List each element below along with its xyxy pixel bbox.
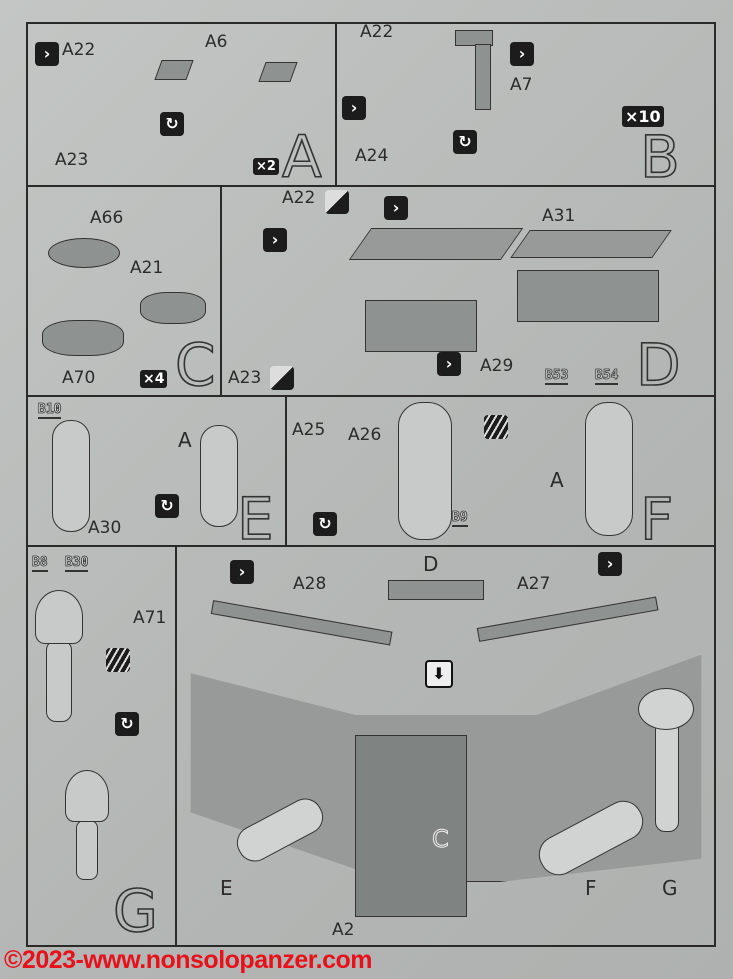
- part-a21: [140, 292, 206, 324]
- part-label: A26: [348, 425, 382, 445]
- part-label: A31: [542, 206, 576, 226]
- part-label: A28: [293, 574, 327, 594]
- part-label: A2: [332, 920, 355, 940]
- part-code: B10: [38, 402, 62, 419]
- assembled-funnel: [76, 820, 98, 880]
- assembled-tube: [200, 425, 238, 527]
- step-letter: E: [236, 485, 274, 553]
- part-label: A30: [88, 518, 122, 538]
- step-letter: B: [639, 123, 680, 191]
- part-code: B30: [65, 555, 89, 572]
- divider: [175, 545, 177, 945]
- part-label: A22: [62, 40, 96, 60]
- chevron-right-icon: ›: [263, 228, 287, 252]
- assembled-box-lid: [510, 230, 672, 258]
- step-letter: G: [112, 877, 159, 945]
- part-g-funnel: [638, 688, 694, 730]
- part-label: A27: [517, 574, 551, 594]
- step-letter: D: [635, 331, 681, 399]
- chevron-right-icon: ›: [342, 96, 366, 120]
- part-a70: [42, 320, 124, 356]
- hole-open-icon: ⬇: [425, 660, 453, 688]
- divider: [26, 185, 716, 187]
- glue-icon: [484, 415, 508, 439]
- chevron-right-icon: ›: [510, 42, 534, 66]
- part-label: A22: [360, 22, 394, 42]
- chevron-right-icon: ›: [437, 352, 461, 376]
- assembled-funnel-top: [65, 770, 109, 822]
- part-label: A66: [90, 208, 124, 228]
- rotate-icon: ↻: [453, 130, 477, 154]
- part-b30: [35, 590, 83, 644]
- part-a66: [48, 238, 120, 268]
- chevron-right-icon: ›: [384, 196, 408, 220]
- assembled-tube: [585, 402, 633, 536]
- part-label: A70: [62, 368, 96, 388]
- part-code: B53: [545, 368, 569, 385]
- part-a7: [455, 30, 493, 46]
- part-b10: [52, 420, 90, 532]
- paint-icon: [270, 366, 294, 390]
- divider: [335, 22, 337, 185]
- step-letter: F: [639, 485, 674, 553]
- watermark: ©2023-www.nonsolopanzer.com: [4, 946, 372, 974]
- paint-icon: [325, 190, 349, 214]
- part-a29: [365, 300, 477, 352]
- part-label: C: [432, 825, 450, 854]
- chevron-right-icon: ›: [35, 42, 59, 66]
- part-label: A7: [510, 75, 533, 95]
- rotate-icon: ↻: [115, 712, 139, 736]
- divider: [220, 185, 222, 395]
- divider: [285, 395, 287, 545]
- chevron-right-icon: ›: [598, 552, 622, 576]
- sheet-frame: [26, 22, 716, 947]
- rotate-icon: ↻: [160, 112, 184, 136]
- part-a31: [348, 228, 524, 260]
- part-label: G: [662, 876, 678, 900]
- part-label: E: [220, 876, 233, 900]
- divider: [26, 395, 716, 397]
- part-code: B8: [32, 555, 48, 572]
- part-label: A29: [480, 356, 514, 376]
- step-letter: A: [281, 123, 322, 191]
- part-label: A22: [282, 188, 316, 208]
- part-label: A71: [133, 608, 167, 628]
- step-letter: C: [174, 331, 216, 399]
- rotate-icon: ↻: [155, 494, 179, 518]
- part-label: D: [423, 552, 439, 576]
- part-d: [388, 580, 484, 600]
- part-label: A25: [292, 420, 326, 440]
- part-label: A: [550, 468, 564, 492]
- part-label: A6: [205, 32, 228, 52]
- assembled-box: [517, 270, 659, 322]
- divider: [26, 545, 716, 547]
- multiplier-badge: ×4: [140, 370, 168, 388]
- part-label: A23: [55, 150, 89, 170]
- part-code: B54: [595, 368, 619, 385]
- part-a2-front: [355, 735, 467, 917]
- part-b9: [398, 402, 452, 540]
- part-g-placed: [655, 720, 679, 832]
- multiplier-badge: ×10: [622, 106, 664, 127]
- part-label: A: [178, 428, 192, 452]
- glue-icon: [106, 648, 130, 672]
- part-label: A24: [355, 146, 389, 166]
- part-code: B9: [452, 510, 468, 527]
- part-label: A23: [228, 368, 262, 388]
- part-b8: [46, 640, 72, 722]
- part-label: F: [585, 876, 597, 900]
- rotate-icon: ↻: [313, 512, 337, 536]
- part-a7: [475, 44, 491, 110]
- multiplier-badge: ×2: [253, 158, 279, 175]
- chevron-right-icon: ›: [230, 560, 254, 584]
- part-label: A21: [130, 258, 164, 278]
